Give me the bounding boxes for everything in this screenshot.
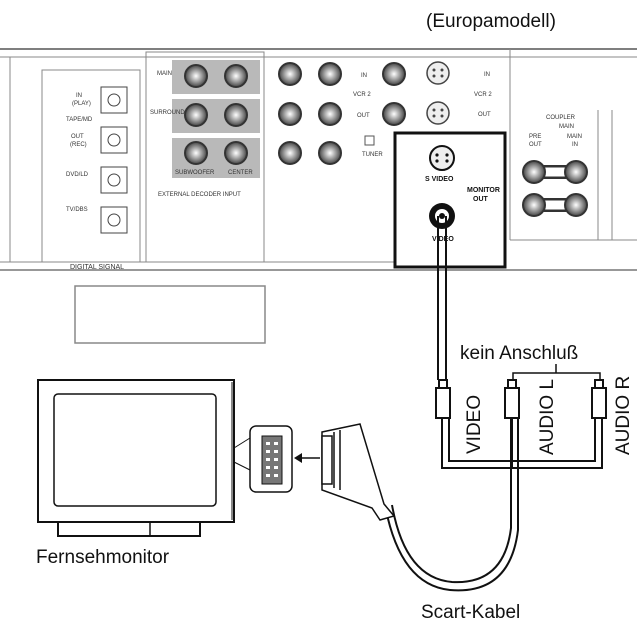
svideo-out-label: OUT — [478, 112, 491, 118]
scart-cable-label: Scart-Kabel — [421, 602, 520, 623]
model-note: (Europamodell) — [426, 11, 556, 32]
rca-plugs — [435, 379, 607, 419]
scart-socket — [233, 425, 293, 493]
tape-md-label: TAPE/MD — [66, 117, 93, 123]
digital-signal-group: DIGITAL SIGNAL IN (PLAY) TAPE/MD OUT (RE… — [41, 69, 141, 271]
coupler-section: COUPLER MAIN PRE OUT MAIN IN — [522, 115, 588, 217]
decoder-surround-label: SURROUND — [150, 110, 185, 116]
main-in-label: MAIN — [567, 134, 582, 140]
audio-l-label: AUDIO L — [537, 379, 558, 455]
svideo-vcr2-label: VCR 2 — [474, 92, 492, 98]
decoder-input-group: MAIN SURROUND SUBWOOFER CENTER EXTERNAL … — [145, 51, 265, 263]
digital-in-label: IN — [76, 93, 82, 99]
coupler-main-label: MAIN — [559, 124, 574, 130]
monitor-out-panel: S VIDEO MONITOR OUT VIDEO — [393, 131, 507, 269]
no-connection-label: kein Anschluß — [460, 343, 578, 364]
decoder-group-label: EXTERNAL DECODER INPUT — [158, 192, 241, 198]
monitor-out-label: OUT — [473, 196, 489, 203]
tv-dbs-label: TV/DBS — [66, 207, 88, 213]
decoder-main-label: MAIN — [157, 71, 172, 77]
receiver-back-panel — [0, 48, 637, 271]
pre-label: PRE — [529, 134, 541, 140]
decoder-jacks — [184, 64, 248, 165]
digital-out-label: OUT — [71, 134, 84, 140]
decoder-subwoofer-label: SUBWOOFER — [175, 170, 215, 176]
cables — [384, 216, 603, 592]
tuner-label: TUNER — [362, 152, 383, 158]
digital-rec-label: (REC) — [70, 142, 87, 148]
svideo-in-label: IN — [484, 72, 490, 78]
coupler-label: COUPLER — [546, 115, 576, 121]
tuner-icon — [364, 135, 375, 146]
pre-out-label: OUT — [529, 142, 542, 148]
monitor-label: MONITOR — [467, 187, 500, 194]
optical-jacks — [100, 86, 128, 234]
vcr-section: IN VCR 2 OUT TUNER IN VCR 2 OUT — [278, 61, 492, 165]
connection-arrow — [294, 453, 320, 463]
vcr-2-label: VCR 2 — [353, 92, 371, 98]
dvd-ld-label: DVD/LD — [66, 172, 89, 178]
digital-signal-label: DIGITAL SIGNAL — [70, 264, 124, 271]
vcr-in-label: IN — [361, 73, 367, 79]
tv-monitor-label: Fernsehmonitor — [36, 547, 170, 568]
s-video-label: S VIDEO — [425, 176, 454, 183]
video-label: VIDEO — [464, 395, 485, 454]
audio-r-label: AUDIO R — [613, 376, 634, 455]
decoder-center-label: CENTER — [228, 170, 253, 176]
receiver-foot — [74, 285, 266, 344]
main-in-in-label: IN — [572, 142, 578, 148]
scart-plug — [321, 423, 396, 521]
video-jack-label: VIDEO — [432, 236, 454, 243]
tv-monitor — [37, 379, 235, 537]
digital-play-label: (PLAY) — [72, 101, 91, 107]
vcr-out-label: OUT — [357, 113, 370, 119]
